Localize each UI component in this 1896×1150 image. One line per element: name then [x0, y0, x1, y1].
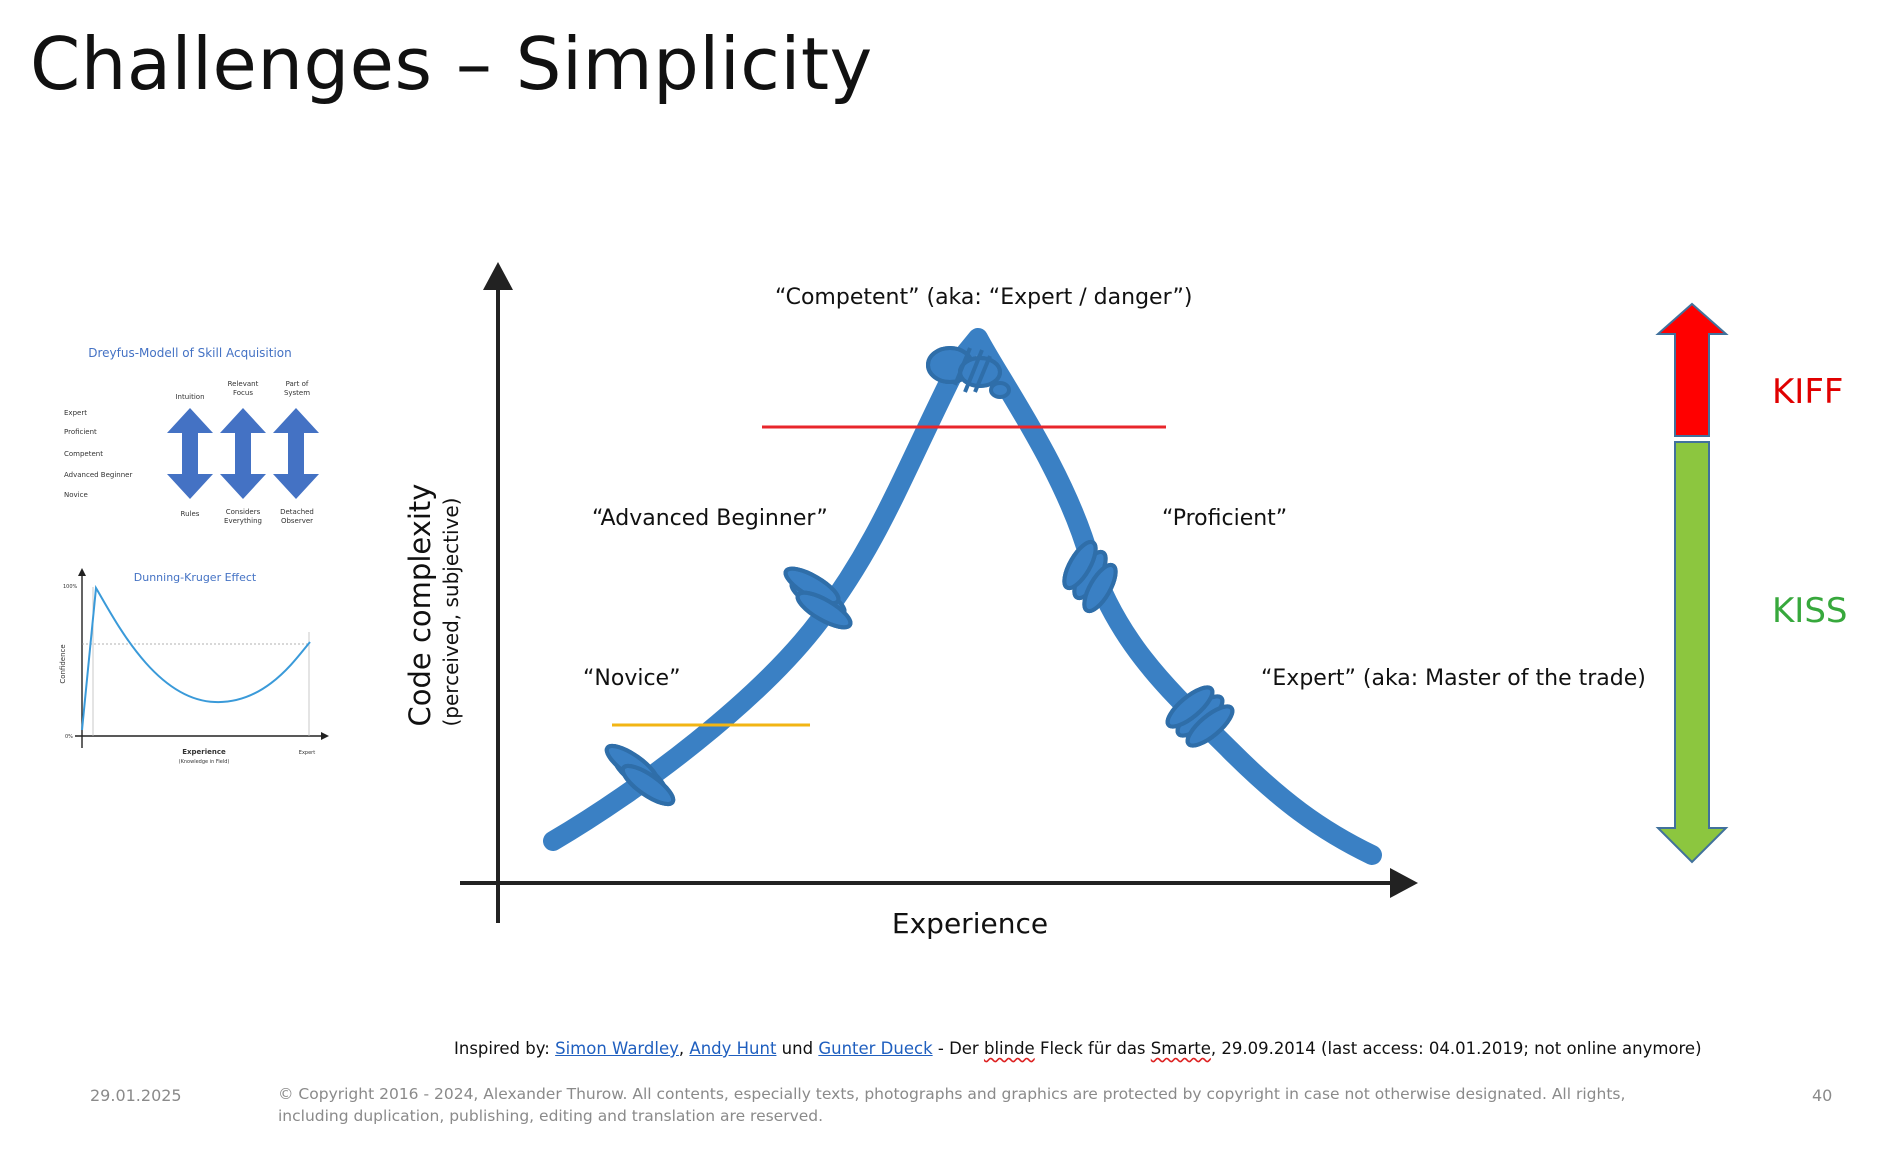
- stage-label-competent: “Competent” (aka: “Expert / danger”): [775, 285, 1193, 310]
- dreyfus-top-label-relevant-focus: Relevant Focus: [227, 380, 259, 397]
- dunning-kruger-title: Dunning-Kruger Effect: [134, 571, 257, 584]
- dunning-kruger-x-end: Expert: [299, 750, 315, 756]
- knot-advanced-beginner: [783, 566, 853, 630]
- link-andy-hunt[interactable]: Andy Hunt: [689, 1039, 777, 1058]
- dunning-kruger-y-top: 100%: [63, 584, 78, 590]
- dreyfus-arrow-3: [273, 408, 319, 499]
- dunning-kruger-ylabel: Confidence: [59, 644, 67, 683]
- link-simon-wardley[interactable]: Simon Wardley: [555, 1039, 679, 1058]
- dreyfus-bottom-label-detached-observer: Detached Observer: [280, 508, 314, 525]
- stage-label-advanced-beginner: “Advanced Beginner”: [592, 506, 828, 531]
- stage-label-novice: “Novice”: [583, 666, 680, 691]
- y-axis-sublabel: (perceived, subjective): [439, 498, 463, 727]
- kiss-label: KISS: [1772, 591, 1848, 631]
- kiss-arrow-down: [1655, 441, 1729, 864]
- dreyfus-top-label-part-of-system: Part of System: [283, 380, 311, 397]
- dreyfus-top-label-intuition: Intuition: [175, 393, 204, 401]
- kiff-arrow-up: [1655, 302, 1729, 437]
- kiff-label: KIFF: [1772, 372, 1843, 412]
- dunning-kruger-xsublabel: (Knowledge in Field): [179, 759, 230, 765]
- knot-novice: [604, 743, 676, 807]
- dreyfus-bottom-label-considers-everything: Considers Everything: [224, 508, 262, 525]
- link-gunter-dueck[interactable]: Gunter Dueck: [818, 1039, 933, 1058]
- dreyfus-title: Dreyfus-Modell of Skill Acquisition: [88, 346, 291, 360]
- knot-proficient: [1062, 539, 1118, 614]
- y-axis-label: Code complexity: [403, 484, 437, 727]
- footer-copyright: © Copyright 2016 - 2024, Alexander Thuro…: [278, 1085, 1626, 1125]
- dreyfus-level-expert: Expert: [64, 409, 87, 417]
- x-axis-label: Experience: [892, 907, 1048, 940]
- dunning-kruger-y-bottom: 0%: [65, 734, 73, 740]
- dreyfus-arrow-1: [167, 408, 213, 499]
- dreyfus-arrow-2: [220, 408, 266, 499]
- dreyfus-level-competent: Competent: [64, 450, 103, 458]
- dreyfus-thumbnail: Dreyfus-Modell of Skill Acquisition Expe…: [64, 346, 319, 525]
- dunning-kruger-thumbnail: Dunning-Kruger Effect 100% 0% Confidence…: [59, 568, 329, 765]
- dreyfus-level-advanced-beginner: Advanced Beginner: [64, 471, 132, 479]
- slide-title: Challenges – Simplicity: [30, 22, 873, 106]
- dreyfus-bottom-label-rules: Rules: [181, 510, 200, 518]
- dunning-kruger-xlabel: Experience: [182, 748, 226, 756]
- inspired-by-citation: Inspired by: Simon Wardley, Andy Hunt un…: [454, 1039, 1702, 1058]
- stage-label-proficient: “Proficient”: [1162, 506, 1287, 531]
- skill-rope-curve: [543, 328, 1382, 865]
- stage-label-expert: “Expert” (aka: Master of the trade): [1261, 666, 1646, 691]
- footer-date: 29.01.2025: [90, 1086, 182, 1105]
- dreyfus-level-novice: Novice: [64, 491, 88, 499]
- x-axis-arrowhead: [1390, 868, 1418, 898]
- dunning-kruger-curve: [81, 584, 311, 731]
- dreyfus-level-proficient: Proficient: [64, 428, 97, 436]
- knot-expert: [1165, 685, 1235, 748]
- footer-page-number: 40: [1812, 1086, 1833, 1105]
- y-axis-arrowhead: [483, 262, 513, 290]
- knot-competent: [926, 346, 1011, 399]
